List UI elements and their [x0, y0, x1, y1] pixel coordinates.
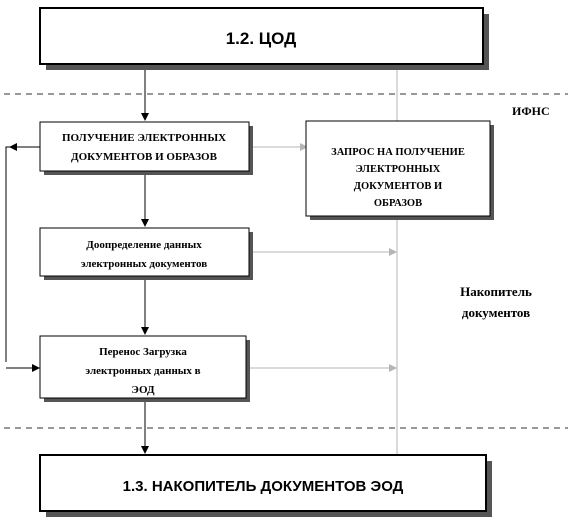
loop-step1-left	[5, 146, 40, 362]
step3-line3: ЭОД	[131, 384, 155, 396]
bottom-block-label: 1.3. НАКОПИТЕЛЬ ДОКУМЕНТОВ ЭОД	[123, 478, 404, 495]
step2-line2: электронных документов	[81, 258, 207, 270]
step-receive-documents: ПОЛУЧЕНИЕ ЭЛЕКТРОННЫХ ДОКУМЕНТОВ И ОБРАЗ…	[39, 121, 253, 175]
step1-line1: ПОЛУЧЕНИЕ ЭЛЕКТРОННЫХ	[62, 132, 226, 144]
request-block: ЗАПРОС НА ПОЛУЧЕНИЕ ЭЛЕКТРОННЫХ ДОКУМЕНТ…	[305, 120, 494, 220]
step2-line1: Доопределение данных	[86, 239, 202, 251]
request-line1: ЗАПРОС НА ПОЛУЧЕНИЕ	[331, 147, 465, 158]
request-line4: ОБРАЗОВ	[374, 198, 422, 209]
top-block: 1.2. ЦОД	[39, 7, 489, 70]
step3-line2: электронных данных в	[85, 365, 200, 377]
request-line2: ЭЛЕКТРОННЫХ	[356, 164, 441, 175]
step1-line2: ДОКУМЕНТОВ И ОБРАЗОВ	[71, 151, 218, 163]
bottom-block: 1.3. НАКОПИТЕЛЬ ДОКУМЕНТОВ ЭОД	[39, 454, 492, 517]
step-define-data: Доопределение данных электронных докумен…	[39, 227, 253, 280]
top-block-label: 1.2. ЦОД	[226, 29, 297, 48]
step-transfer-load: Перенос Загрузка электронных данных в ЭО…	[39, 335, 250, 402]
zone-label-storage-line1: Накопитель	[460, 284, 532, 299]
zone-label-storage-line2: документов	[462, 305, 530, 320]
step3-line1: Перенос Загрузка	[99, 346, 187, 358]
request-line3: ДОКУМЕНТОВ И	[354, 181, 442, 192]
zone-label-ifns: ИФНС	[512, 104, 550, 118]
